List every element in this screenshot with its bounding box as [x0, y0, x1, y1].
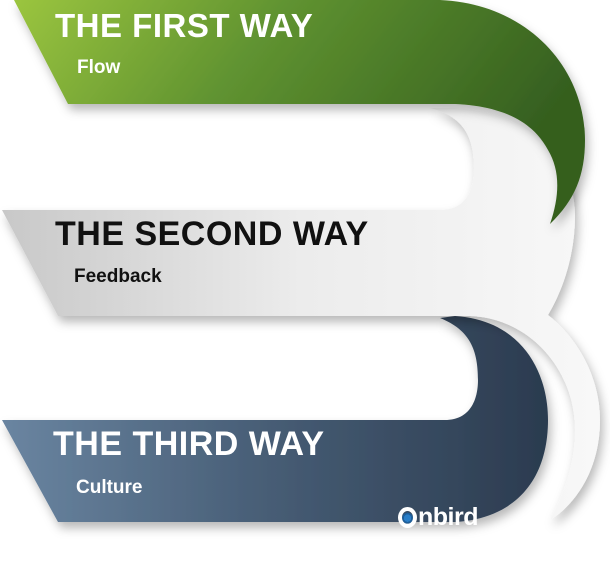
- onbird-logo-text: nbird: [418, 503, 479, 531]
- first-way-title: THE FIRST WAY: [55, 7, 314, 44]
- first-way-subtitle: Flow: [77, 57, 121, 78]
- third-way-subtitle: Culture: [76, 477, 143, 498]
- onbird-logo: nbird: [398, 503, 479, 532]
- first-way-band: [14, 0, 585, 224]
- second-way-subtitle: Feedback: [74, 266, 162, 287]
- second-way-title: THE SECOND WAY: [55, 215, 369, 253]
- third-way-band: [2, 316, 548, 522]
- onbird-logo-icon: [398, 507, 417, 528]
- second-way-band: [2, 108, 600, 520]
- third-way-title: THE THIRD WAY: [53, 425, 325, 463]
